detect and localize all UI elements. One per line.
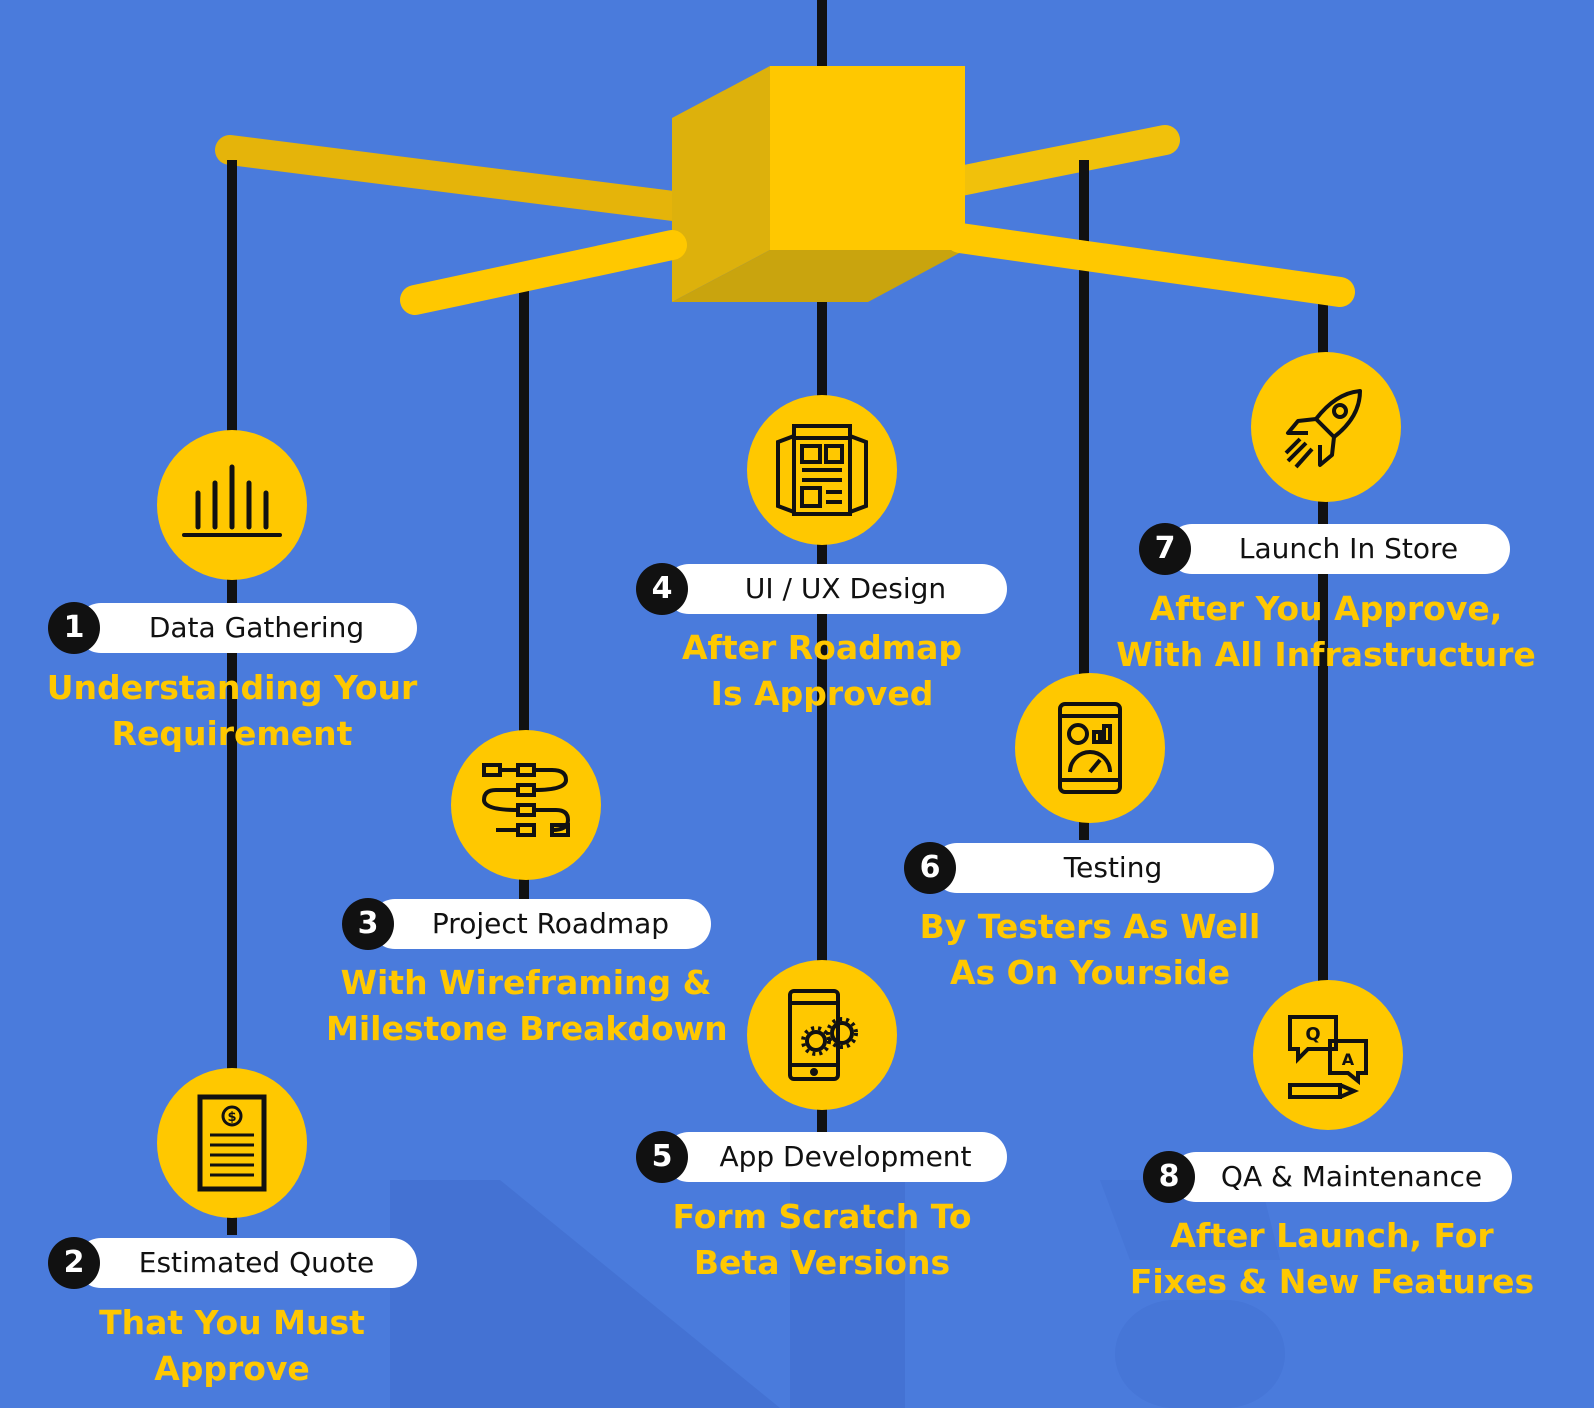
step-2-number-badge: 2 [48, 1237, 100, 1289]
step-3-description: With Wireframing & Milestone Breakdown [326, 960, 728, 1052]
mobile-cube [672, 66, 965, 302]
step-3-label-pill: 3 Project Roadmap [342, 898, 711, 950]
step-1-description: Understanding Your Requirement [32, 665, 432, 757]
step-8-description-line-2: Fixes & New Features [1129, 1262, 1535, 1301]
step-2-description-line-1: That You Must [99, 1303, 365, 1342]
step-1-title: Data Gathering [148, 611, 365, 644]
step-6-label-pill: 6 Testing [904, 842, 1274, 894]
step-icons: $ [157, 352, 1403, 1218]
step-3-title: Project Roadmap [431, 907, 670, 940]
phone-dashboard-icon [1015, 673, 1165, 823]
step-1-description-line-2: Requirement [111, 714, 353, 753]
svg-text:$: $ [227, 1110, 236, 1125]
step-7-description: After You Approve, With All Infrastructu… [1116, 586, 1536, 678]
rocket-icon [1251, 352, 1401, 502]
step-7-label-pill: 7 Launch In Store [1139, 523, 1510, 575]
step-6-description-line-2: As On Yourside [950, 953, 1230, 992]
step-8-number-badge: 8 [1143, 1151, 1195, 1203]
step-1-number-badge: 1 [48, 602, 100, 654]
step-3-number-badge: 3 [342, 898, 394, 950]
step-7-number-badge: 7 [1139, 523, 1191, 575]
step-7-description-line-1: After You Approve, [1149, 589, 1503, 628]
step-4-number-badge: 4 [636, 563, 688, 615]
wireframe-layout-icon [747, 395, 897, 545]
step-1-description-line-1: Understanding Your [46, 668, 418, 707]
step-5-title: App Development [719, 1140, 972, 1173]
step-6-title: Testing [1063, 851, 1163, 884]
step-6-number-badge: 6 [904, 842, 956, 894]
phone-gears-icon [747, 960, 897, 1110]
step-4-description-line-1: After Roadmap [681, 628, 963, 667]
step-5-number-badge: 5 [636, 1131, 688, 1183]
svg-text:A: A [1342, 1050, 1355, 1069]
svg-text:Q: Q [1305, 1024, 1320, 1045]
flowchart-icon [451, 730, 601, 880]
mobile-arms-front [400, 223, 1355, 315]
step-6-description: By Testers As Well As On Yourside [890, 904, 1290, 996]
bar-chart-icon [157, 430, 307, 580]
step-6-description-line-1: By Testers As Well [919, 907, 1261, 946]
step-8-title: QA & Maintenance [1220, 1160, 1483, 1193]
step-5-label-pill: 5 App Development [636, 1131, 1007, 1183]
step-5-description-line-2: Beta Versions [693, 1243, 951, 1282]
step-2-description-line-2: Approve [154, 1349, 310, 1388]
step-4-description-line-2: Is Approved [710, 674, 934, 713]
step-8-description: After Launch, For Fixes & New Features [1122, 1213, 1542, 1305]
step-8-label-pill: 8 QA & Maintenance [1143, 1151, 1512, 1203]
step-8-description-line-1: After Launch, For [1170, 1216, 1494, 1255]
qa-chat-icon: Q A [1253, 980, 1403, 1130]
step-3-description-line-2: Milestone Breakdown [326, 1009, 728, 1048]
invoice-dollar-icon: $ [157, 1068, 307, 1218]
step-2-title: Estimated Quote [138, 1246, 375, 1279]
step-2-label-pill: 2 Estimated Quote [48, 1237, 417, 1289]
step-2-description: That You Must Approve [32, 1300, 432, 1392]
step-7-description-line-2: With All Infrastructure [1116, 635, 1536, 674]
step-1-label-pill: 1 Data Gathering [48, 602, 417, 654]
step-4-title: UI / UX Design [744, 572, 947, 605]
step-4-label-pill: 4 UI / UX Design [636, 563, 1007, 615]
step-5-description: Form Scratch To Beta Versions [622, 1194, 1022, 1286]
step-4-description: After Roadmap Is Approved [622, 625, 1022, 717]
step-3-description-line-1: With Wireframing & [340, 963, 712, 1002]
step-7-title: Launch In Store [1238, 532, 1459, 565]
step-5-description-line-1: Form Scratch To [672, 1197, 972, 1236]
